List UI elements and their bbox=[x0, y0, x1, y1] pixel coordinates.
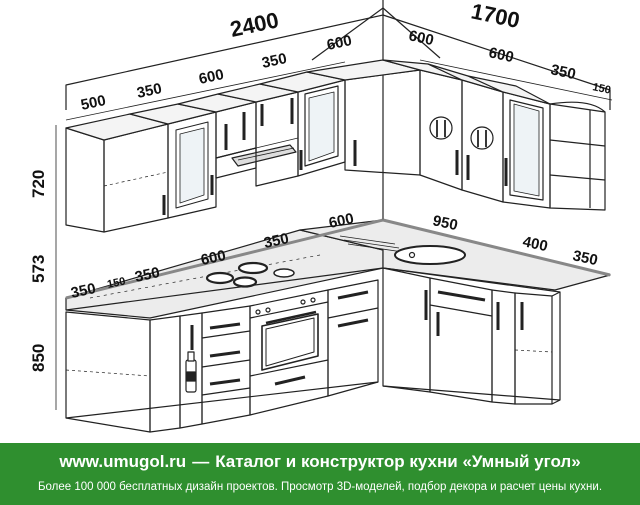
plinth-left bbox=[65, 381, 379, 419]
site-link[interactable]: www.umugol.ru bbox=[59, 452, 187, 471]
dim-guide-upper-left bbox=[65, 61, 346, 121]
wall-top-left-line bbox=[311, 7, 384, 61]
dim-base-left-1: 150 bbox=[106, 275, 126, 291]
dim-guide-upper-right bbox=[419, 59, 613, 101]
upper-cabinet-dish-1 bbox=[382, 59, 463, 191]
base-cabinet-2 bbox=[327, 279, 379, 397]
base-bottle-rack bbox=[179, 312, 203, 429]
dim-upper-right-2: 350 bbox=[549, 61, 577, 83]
banner-subline: Более 100 000 бесплатных дизайн проектов… bbox=[37, 481, 603, 493]
dim-base-right-2: 350 bbox=[571, 247, 599, 269]
upper-open-shelf bbox=[549, 101, 606, 211]
hob bbox=[205, 261, 295, 288]
dim-height-upper: 720 bbox=[29, 170, 48, 198]
dim-upper-right-1: 600 bbox=[487, 44, 515, 66]
dim-base-left-3: 600 bbox=[199, 247, 227, 269]
countertop-back-edge-right bbox=[382, 218, 611, 277]
dim-guide-2400 bbox=[65, 10, 384, 110]
banner-dash: — bbox=[192, 452, 210, 471]
sink bbox=[339, 235, 466, 265]
countertop-front-edge-right bbox=[382, 267, 561, 293]
dim-upper-left-1: 350 bbox=[135, 80, 163, 102]
base-cabinet-corner bbox=[382, 267, 431, 393]
kitchen-drawing: 2400 1700 500 350 600 350 600 600 600 35… bbox=[29, 0, 613, 433]
dim-base-left-4: 350 bbox=[262, 230, 290, 252]
plinth-right bbox=[382, 385, 561, 401]
wall-top-right-line bbox=[382, 7, 441, 59]
dim-base-left-2: 350 bbox=[133, 264, 161, 286]
dim-upper-right-3: 150 bbox=[591, 81, 611, 97]
dim-total-left: 2400 bbox=[228, 7, 281, 42]
dim-base-left-5: 600 bbox=[327, 210, 355, 232]
dim-base-right-0: 950 bbox=[431, 212, 459, 234]
upper-cabinet-glass-3 bbox=[467, 75, 551, 209]
dim-height-base: 850 bbox=[29, 344, 48, 372]
base-drawers bbox=[201, 305, 251, 425]
promo-banner: www.umugol.ru — Каталог и конструктор кухн… bbox=[0, 443, 640, 505]
base-cabinet-1 bbox=[65, 311, 181, 433]
upper-cabinet-1 bbox=[65, 113, 169, 233]
base-cabinet-sink bbox=[429, 277, 493, 403]
dim-guide-1700 bbox=[382, 14, 611, 110]
upper-cabinet-glass-1 bbox=[129, 103, 217, 219]
dim-upper-left-3: 350 bbox=[260, 50, 288, 72]
banner-headline: Каталог и конструктор кухни «Умный угол» bbox=[215, 452, 581, 471]
dim-base-left-0: 350 bbox=[69, 280, 97, 302]
dim-height-gap: 573 bbox=[29, 255, 48, 283]
dim-total-right: 1700 bbox=[469, 0, 522, 33]
dim-upper-left-2: 600 bbox=[197, 66, 225, 88]
dim-base-right-1: 400 bbox=[521, 233, 549, 255]
base-oven bbox=[249, 289, 329, 416]
banner-headline-row: www.umugol.ru — Каталог и конструктор кухн… bbox=[0, 452, 640, 472]
countertop-back-edge bbox=[65, 218, 384, 300]
countertop-front-edge bbox=[65, 267, 384, 311]
dim-upper-right-0: 600 bbox=[407, 27, 435, 49]
dim-upper-left-4: 600 bbox=[325, 32, 353, 54]
dim-upper-left-0: 500 bbox=[79, 92, 107, 114]
base-cabinet-3 bbox=[491, 289, 561, 405]
